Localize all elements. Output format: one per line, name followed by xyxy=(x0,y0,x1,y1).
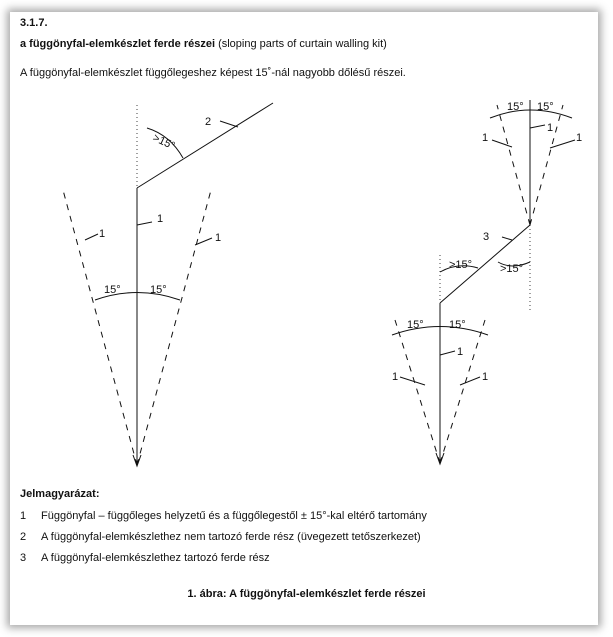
label-1: 1 xyxy=(482,371,488,383)
sloping-part-3 xyxy=(439,224,531,304)
label-1: 1 xyxy=(99,228,105,240)
legend-text: Függönyfal – függőleges helyzetű és a fü… xyxy=(41,510,427,522)
intro-text: A függönyfal-elemkészlet függőlegeshez k… xyxy=(20,67,406,79)
label-3: 3 xyxy=(483,231,489,243)
legend-item: 1 Függönyfal – függőleges helyzetű és a f… xyxy=(20,510,427,522)
label-1: 1 xyxy=(547,122,553,134)
tolerance-line-right xyxy=(136,189,212,466)
legend-num: 3 xyxy=(20,552,27,564)
angle-label: 15° xyxy=(150,284,167,296)
label-2: 2 xyxy=(205,116,211,128)
figure-caption: 1. ábra: A függönyfal-elemkészlet ferde … xyxy=(187,588,426,600)
angle-label: 15° xyxy=(449,319,466,331)
label-1: 1 xyxy=(157,213,163,225)
label-1: 1 xyxy=(215,232,221,244)
angle-label: >15° xyxy=(151,132,177,153)
legend-text: A függönyfal-elemkészlethez nem tartozó … xyxy=(41,531,421,543)
legend-title: Jelmagyarázat: xyxy=(20,488,100,500)
heading-en: (sloping parts of curtain walling kit) xyxy=(218,38,387,50)
angle-label: >15° xyxy=(449,259,472,271)
section-heading: a függönyfal-elemkészlet ferde részei (s… xyxy=(20,38,387,50)
legend-num: 2 xyxy=(20,531,27,543)
angle-arc xyxy=(146,127,184,159)
legend-num: 1 xyxy=(20,510,27,522)
legend-item: 3 A függönyfal-elemkészlethez tartozó fer… xyxy=(20,552,270,564)
label-1: 1 xyxy=(392,371,398,383)
angle-label: 15° xyxy=(407,319,424,331)
angle-label: >15° xyxy=(500,263,523,275)
angle-label: 15° xyxy=(507,101,524,113)
angle-arc xyxy=(94,292,181,301)
label-1: 1 xyxy=(457,346,463,358)
angle-label: 15° xyxy=(104,284,121,296)
legend-text: A függönyfal-elemkészlethez tartozó ferd… xyxy=(41,552,270,564)
heading-hu: a függönyfal-elemkészlet ferde részei xyxy=(20,38,216,50)
label-1: 1 xyxy=(482,132,488,144)
section-number: 3.1.7. xyxy=(20,17,48,29)
sloping-part-2 xyxy=(136,102,274,189)
legend-item: 2 A függönyfal-elemkészlethez nem tartozó… xyxy=(20,531,421,543)
angle-label: 15° xyxy=(537,101,554,113)
arrow-icon xyxy=(132,454,142,468)
label-1: 1 xyxy=(576,132,582,144)
